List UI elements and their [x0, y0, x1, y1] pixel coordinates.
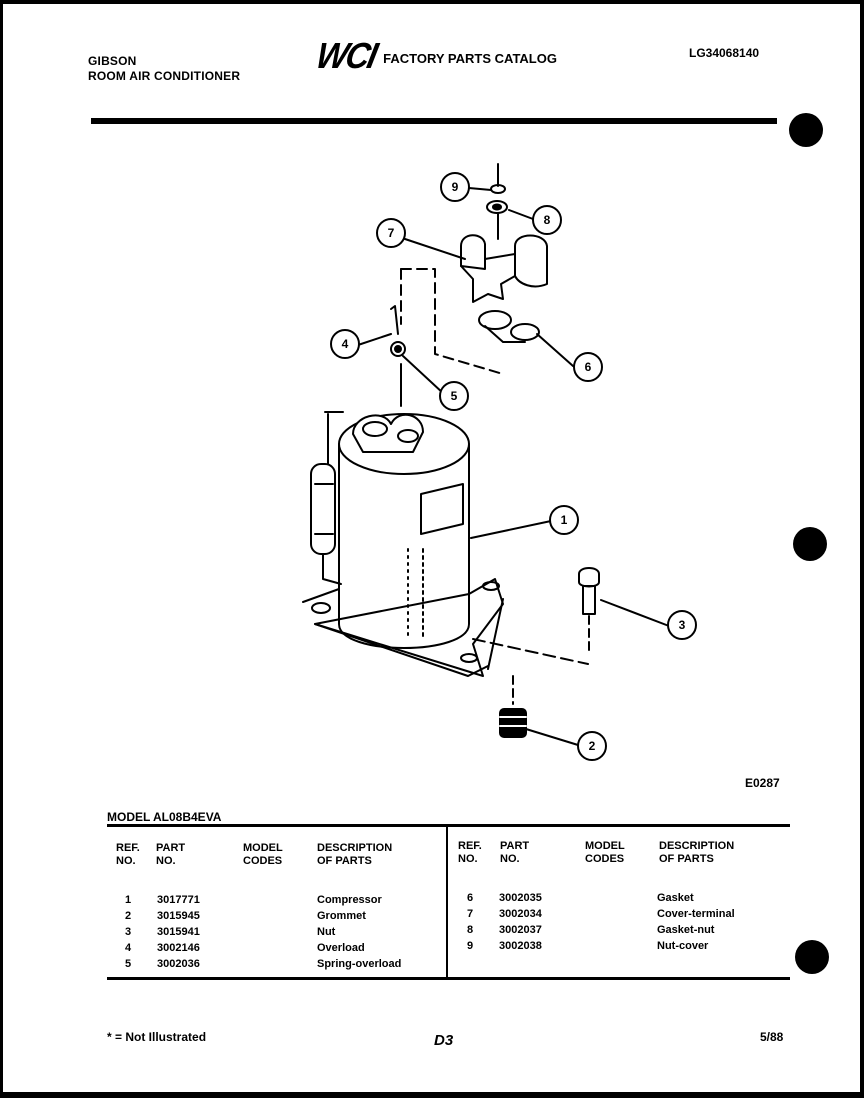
table-row-ref: 7	[467, 908, 474, 920]
callout-4	[330, 329, 360, 359]
table-row-part: 3002034	[499, 908, 542, 920]
table-row-desc: Nut-cover	[657, 940, 709, 952]
catalog-code: LG34068140	[689, 46, 760, 60]
brand-name: GIBSON	[88, 54, 137, 68]
header-ref-right: REF. NO.	[458, 840, 482, 865]
header-part-right: PART NO.	[500, 840, 530, 865]
catalog-date: 5/88	[760, 1030, 784, 1044]
callout-label-2: 2	[589, 739, 596, 753]
not-illustrated-note: * = Not Illustrated	[107, 1030, 207, 1044]
table-row-ref: 8	[467, 924, 474, 936]
figure-code: E0287	[745, 776, 780, 790]
table-row-part: 3002146	[157, 942, 200, 954]
table-row-desc: Gasket-nut	[657, 924, 715, 936]
table-row-ref: 5	[125, 958, 132, 970]
table-bottom-rule	[107, 977, 790, 980]
left-desc-column: Compressor Grommet Nut Overload Spring-o…	[317, 892, 401, 972]
header-title-block: WCI FACTORY PARTS CATALOG	[313, 35, 557, 76]
callout-5	[439, 381, 469, 411]
callout-label-7: 7	[388, 226, 395, 240]
punch-hole-bottom	[795, 940, 829, 974]
table-row-part: 3002038	[499, 940, 542, 952]
callout-3	[667, 610, 697, 640]
left-part-column: 3017771 3015945 3015941 3002146 3002036	[157, 892, 200, 972]
table-row-part: 3017771	[157, 894, 200, 906]
header-codes-left: MODEL CODES	[243, 842, 283, 867]
header-ref-left: REF. NO.	[116, 842, 140, 867]
callout-label-5: 5	[451, 389, 458, 403]
header-codes-right: MODEL CODES	[585, 840, 625, 865]
table-column-divider	[446, 826, 448, 978]
callout-7	[376, 218, 406, 248]
header-part-left: PART NO.	[156, 842, 186, 867]
callout-8	[532, 205, 562, 235]
callout-label-3: 3	[679, 618, 686, 632]
table-row-desc: Gasket	[657, 892, 694, 904]
table-row-desc: Nut	[317, 926, 336, 938]
callout-label-4: 4	[342, 337, 349, 351]
table-row-ref: 2	[125, 910, 132, 922]
table-row-desc: Compressor	[317, 894, 382, 906]
catalog-title: FACTORY PARTS CATALOG	[383, 50, 557, 66]
right-ref-column: 6 7 8 9	[467, 890, 473, 954]
table-row-ref: 6	[467, 892, 474, 904]
table-row-part: 3015941	[157, 926, 200, 938]
cover-terminal-part	[460, 234, 548, 303]
table-row-desc: Overload	[317, 942, 365, 954]
header-desc-right: DESCRIPTION OF PARTS	[659, 840, 735, 865]
product-name: ROOM AIR CONDITIONER	[88, 69, 241, 83]
callout-label-9: 9	[452, 180, 459, 194]
callout-label-1: 1	[561, 513, 568, 527]
table-row-desc: Spring-overload	[317, 958, 402, 970]
callout-1	[549, 505, 579, 535]
right-part-column: 3002035 3002034 3002037 3002038	[499, 890, 542, 954]
table-row-ref: 3	[125, 926, 132, 938]
punch-hole-middle	[793, 527, 827, 561]
grommet-part	[499, 675, 527, 738]
exploded-parts-diagram: 9 8 7 4 6 5 1 3 2	[302, 163, 697, 761]
table-top-rule	[107, 824, 790, 827]
bolt-part	[578, 567, 600, 655]
callout-2	[577, 731, 607, 761]
table-row-desc: Cover-terminal	[657, 908, 735, 920]
table-row-ref: 9	[467, 940, 474, 952]
page-number: D3	[434, 1032, 454, 1049]
table-row-part: 3002035	[499, 892, 542, 904]
table-row-desc: Grommet	[317, 910, 366, 922]
header-rule	[91, 118, 777, 124]
punch-hole-top	[789, 113, 823, 147]
header-brand-block: GIBSON ROOM AIR CONDITIONER	[88, 54, 240, 84]
gasket-part	[478, 310, 540, 343]
table-row-part: 3002037	[499, 924, 542, 936]
table-row-ref: 4	[125, 942, 132, 954]
right-desc-column: Gasket Cover-terminal Gasket-nut Nut-cov…	[657, 890, 735, 954]
callout-label-6: 6	[585, 360, 592, 374]
model-number: MODEL AL08B4EVA	[107, 810, 222, 824]
catalog-page: GIBSON ROOM AIR CONDITIONER WCI FACTORY …	[3, 4, 860, 1092]
left-ref-column: 1 2 3 4 5	[125, 892, 131, 972]
callout-6	[573, 352, 603, 382]
header-desc-left: DESCRIPTION OF PARTS	[317, 842, 393, 867]
compressor-part	[302, 411, 589, 677]
table-row-part: 3015945	[157, 910, 200, 922]
table-row-part: 3002036	[157, 958, 200, 970]
table-row-ref: 1	[125, 894, 132, 906]
callout-9	[440, 172, 470, 202]
callout-label-8: 8	[544, 213, 551, 227]
